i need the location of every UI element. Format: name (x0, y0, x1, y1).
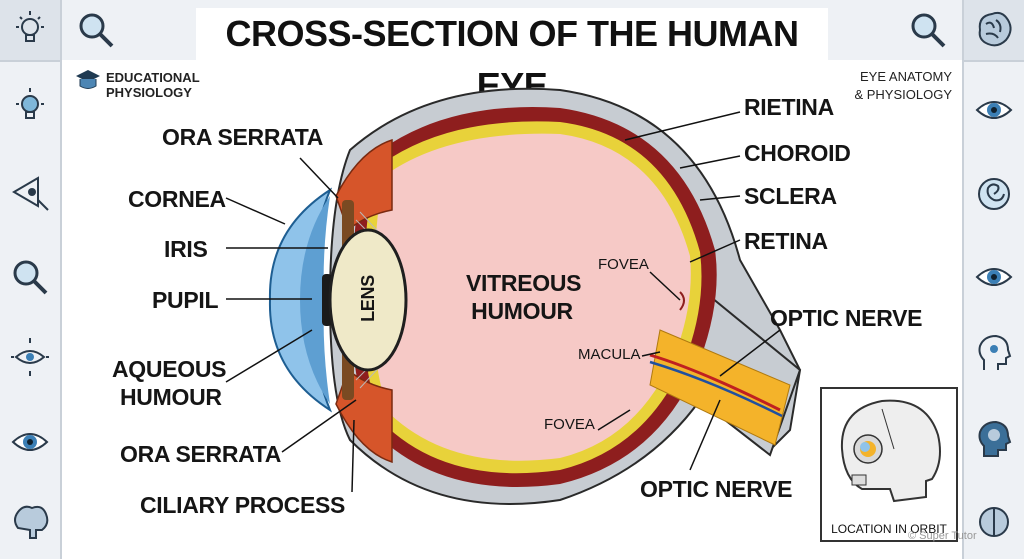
label-optic-nerve-bottom: OPTIC NERVE (640, 476, 793, 502)
educational-badge: EDUCATIONAL PHYSIOLOGY (74, 68, 200, 100)
orbit-inset: LOCATION IN ORBIT (820, 387, 958, 542)
eye-radiant-icon[interactable] (8, 335, 52, 379)
fovea-notch (679, 291, 685, 311)
label-lens: LENS (357, 275, 378, 322)
anatomy-caption: EYE ANATOMY & PHYSIOLOGY (854, 68, 952, 104)
label-macula: MACULA (578, 346, 641, 363)
eye-icon[interactable] (8, 420, 52, 464)
label-cornea: CORNEA (128, 186, 226, 212)
anatomy-line2: & PHYSIOLOGY (854, 87, 952, 102)
watermark: © Super Tutor (908, 530, 977, 542)
magnifier-icon[interactable] (74, 8, 118, 52)
left-sidebar (0, 0, 62, 559)
lightbulb-icon[interactable] (8, 85, 52, 129)
eye-outline-icon[interactable] (8, 170, 52, 214)
vitreous-body (373, 133, 691, 461)
label-iris: IRIS (164, 236, 208, 262)
lightbulb-icon[interactable] (8, 8, 52, 52)
educational-line1: EDUCATIONAL (106, 70, 200, 85)
educational-text: EDUCATIONAL PHYSIOLOGY (106, 70, 246, 100)
ear-spiral-icon[interactable] (972, 172, 1016, 216)
inset-label: LOCATION IN ORBIT (831, 522, 947, 536)
brain-icon[interactable] (972, 8, 1016, 52)
optic-nerve-vessel-blue (649, 360, 783, 418)
label-fovea-bottom: FOVEA (544, 416, 595, 433)
label-fovea-top: FOVEA (598, 256, 649, 273)
optic-nerve-vessel-red (649, 353, 781, 412)
eye-icon[interactable] (972, 88, 1016, 132)
anatomy-line1: EYE ANATOMY (860, 69, 952, 84)
label-optic-nerve-top: OPTIC NERVE (770, 305, 923, 331)
graduation-cap-icon (76, 70, 100, 89)
brain-icon[interactable] (8, 500, 52, 544)
label-aqueous-line2: HUMOUR (120, 384, 222, 410)
head-eye-icon[interactable] (972, 332, 1016, 376)
right-sidebar (962, 0, 1024, 559)
label-vitreous-line1: VITREOUS (466, 270, 582, 296)
label-ora-serrata-top: ORA SERRATA (162, 124, 324, 150)
label-aqueous-line1: AQUEOUS (112, 356, 227, 382)
label-pupil: PUPIL (152, 287, 219, 313)
lens (328, 228, 408, 372)
brain-icon[interactable] (972, 500, 1016, 544)
label-rietina: RIETINA (744, 94, 834, 120)
skull-icon (840, 399, 941, 503)
leader-lines (225, 111, 781, 493)
magnifier-icon[interactable] (8, 255, 52, 299)
right-sidebar-top (964, 0, 1024, 62)
head-brain-icon[interactable] (972, 418, 1016, 462)
label-sclera: SCLERA (744, 183, 837, 209)
label-retina: RETINA (744, 228, 828, 254)
label-ora-serrata-bottom: ORA SERRATA (120, 441, 282, 467)
eye-icon[interactable] (972, 255, 1016, 299)
magnifier-icon[interactable] (906, 8, 950, 52)
label-choroid: CHOROID (744, 140, 851, 166)
left-sidebar-top (0, 0, 60, 62)
label-ciliary-process: CILIARY PROCESS (140, 492, 346, 518)
educational-line2: PHYSIOLOGY (106, 85, 192, 100)
label-vitreous-line2: HUMOUR (471, 298, 573, 324)
